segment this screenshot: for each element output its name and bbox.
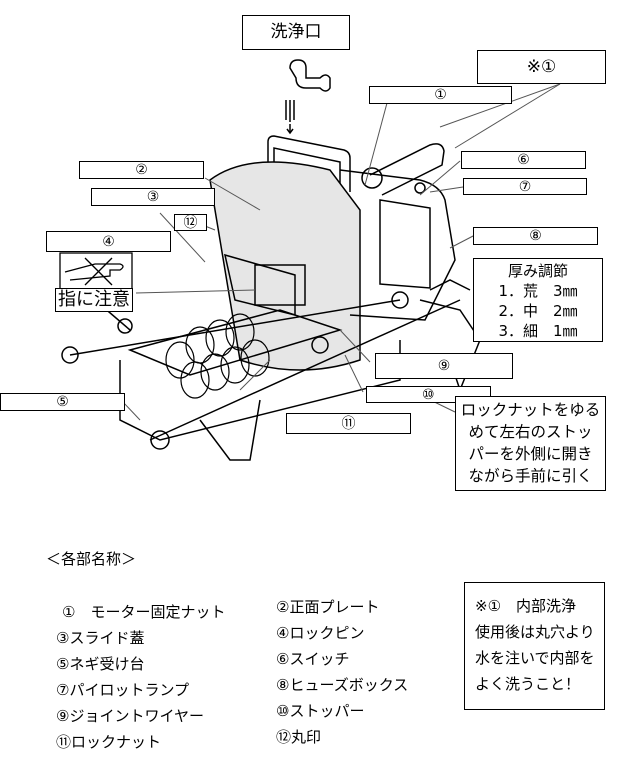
removal-note-line: パーを外側に開き [468, 445, 593, 463]
legend-item: ① モーター固定ナット [62, 603, 226, 621]
cleaning-note-line: 水を注いで内部を [475, 649, 595, 667]
removal-note-line: ながら手前に引く [468, 467, 593, 485]
callout-1: ① [369, 86, 512, 104]
legend-item: ⑤ネギ受け台 [56, 655, 145, 673]
callout-4: ④ [46, 231, 171, 252]
legend-item: ⑧ヒューズボックス [276, 676, 409, 694]
machine-illustration [59, 59, 561, 461]
thickness-title: 厚み調節 [507, 262, 568, 280]
cleaning-note-box: ※① 内部洗浄 使用後は丸穴より 水を注いで内部を よく洗うこと！ [464, 582, 605, 710]
removal-note-line: ロックナットをゆる [460, 401, 601, 419]
thickness-row: 1．荒 3㎜ [498, 282, 578, 300]
legend-item: ⑦パイロットランプ [56, 681, 189, 699]
legend-item: ③スライド蓋 [56, 629, 145, 647]
legend-item: ⑥スイッチ [276, 650, 350, 668]
removal-note-line: めて左右のストッ [468, 423, 593, 441]
callout-6: ⑥ [461, 151, 586, 169]
callout-9: ⑨ [375, 353, 513, 379]
thickness-row: 3．細 1㎜ [498, 322, 578, 340]
callout-5: ⑤ [0, 393, 125, 411]
wash-port-label: 洗浄口 [242, 15, 350, 50]
legend-item: ⑩ストッパー [276, 702, 365, 720]
finger-warning-label: 指に注意 [55, 288, 133, 312]
callout-7: ⑦ [463, 178, 587, 195]
legend-item: ②正面プレート [276, 598, 380, 616]
finger-warning-icon [59, 252, 133, 290]
callout-8: ⑧ [473, 227, 598, 245]
callout-2: ② [79, 161, 204, 179]
removal-note-box: ロックナットをゆる めて左右のストッ パーを外側に開き ながら手前に引く [455, 396, 606, 491]
legend-item: ⑪ロックナット [56, 733, 162, 751]
legend-item: ⑫丸印 [276, 728, 322, 746]
cleaning-note-line: よく洗うこと！ [475, 675, 581, 693]
callout-note-ref: ※① [477, 50, 606, 84]
callout-12: ⑫ [174, 214, 207, 231]
callout-3: ③ [91, 188, 215, 206]
legend-item: ④ロックピン [276, 624, 365, 642]
legend-item: ⑨ジョイントワイヤー [56, 707, 204, 725]
thickness-adjust-box: 厚み調節 1．荒 3㎜ 2．中 2㎜ 3．細 1㎜ [473, 258, 603, 342]
thickness-row: 2．中 2㎜ [498, 302, 578, 320]
cleaning-note-line: 使用後は丸穴より [475, 623, 595, 641]
faucet-icon [285, 59, 331, 135]
callout-11: ⑪ [286, 413, 411, 434]
legend-title: ＜各部名称＞ [46, 550, 137, 568]
cleaning-note-line: ※① 内部洗浄 [475, 597, 577, 615]
